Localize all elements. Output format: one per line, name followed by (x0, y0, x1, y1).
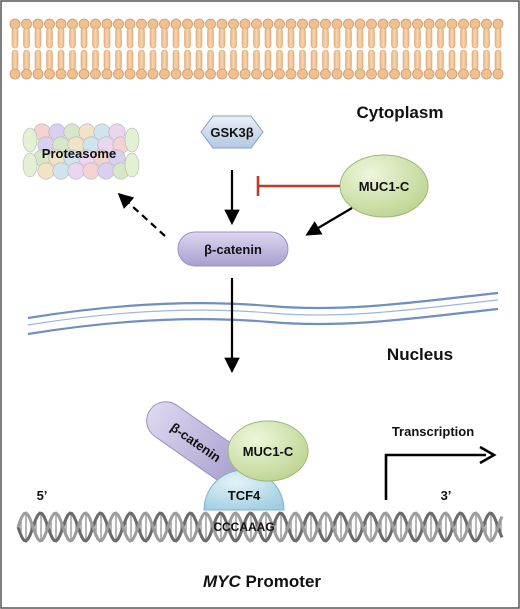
muc1c-node: MUC1-C (339, 154, 429, 218)
proteasome-cap (124, 127, 140, 153)
binding-site-sequence: CCCAAAG (213, 520, 274, 534)
transcription-label: Transcription (392, 424, 474, 439)
muc1c-label: MUC1-C (359, 179, 410, 194)
dna-strand (16, 511, 504, 543)
muc1c-inhibits-gsk3b-arrow (256, 176, 340, 196)
proteasome-subunit (37, 162, 55, 180)
gsk3b-label: GSK3β (210, 125, 253, 140)
three-prime-label: 3’ (441, 488, 452, 503)
tcf4-label: TCF4 (228, 488, 261, 503)
proteasome-subunit (82, 162, 100, 180)
muc1c-to-bcatenin-arrow (305, 207, 353, 236)
proteasome-subunit (52, 162, 70, 180)
muc1c-complex-label: MUC1-C (243, 444, 294, 459)
five-prime-label: 5’ (37, 488, 48, 503)
proteasome-cap (22, 152, 38, 178)
bcatenin-label: β-catenin (204, 242, 262, 257)
dna-strand (16, 511, 504, 543)
gsk3b-node: GSK3β (200, 115, 264, 149)
proteasome-subunit (97, 162, 115, 180)
proteasome-subunits (22, 123, 140, 180)
bcatenin-node: β-catenin (177, 231, 289, 267)
nucleus-label: Nucleus (387, 345, 453, 364)
proteasome-subunit (67, 162, 85, 180)
promoter-gene-name: MYC (203, 572, 242, 591)
proteasome: Proteasome (22, 123, 140, 180)
cytoplasm-label: Cytoplasm (357, 103, 444, 122)
transcription-start-arrow (384, 445, 497, 500)
nuclear-envelope (27, 291, 499, 336)
muc1c-complex: MUC1-C (227, 420, 309, 482)
cell-membrane (9, 18, 504, 80)
dna-helix (16, 511, 504, 543)
bcatenin-to-proteasome-arrow (117, 192, 166, 237)
proteasome-cap (22, 127, 38, 153)
promoter-title: MYC Promoter (203, 572, 321, 591)
transcription-complex: β-catenin TCF4 MUC1-C (146, 401, 309, 511)
promoter-word: Promoter (241, 572, 322, 591)
proteasome-cap (124, 152, 140, 178)
proteasome-label: Proteasome (42, 146, 116, 161)
